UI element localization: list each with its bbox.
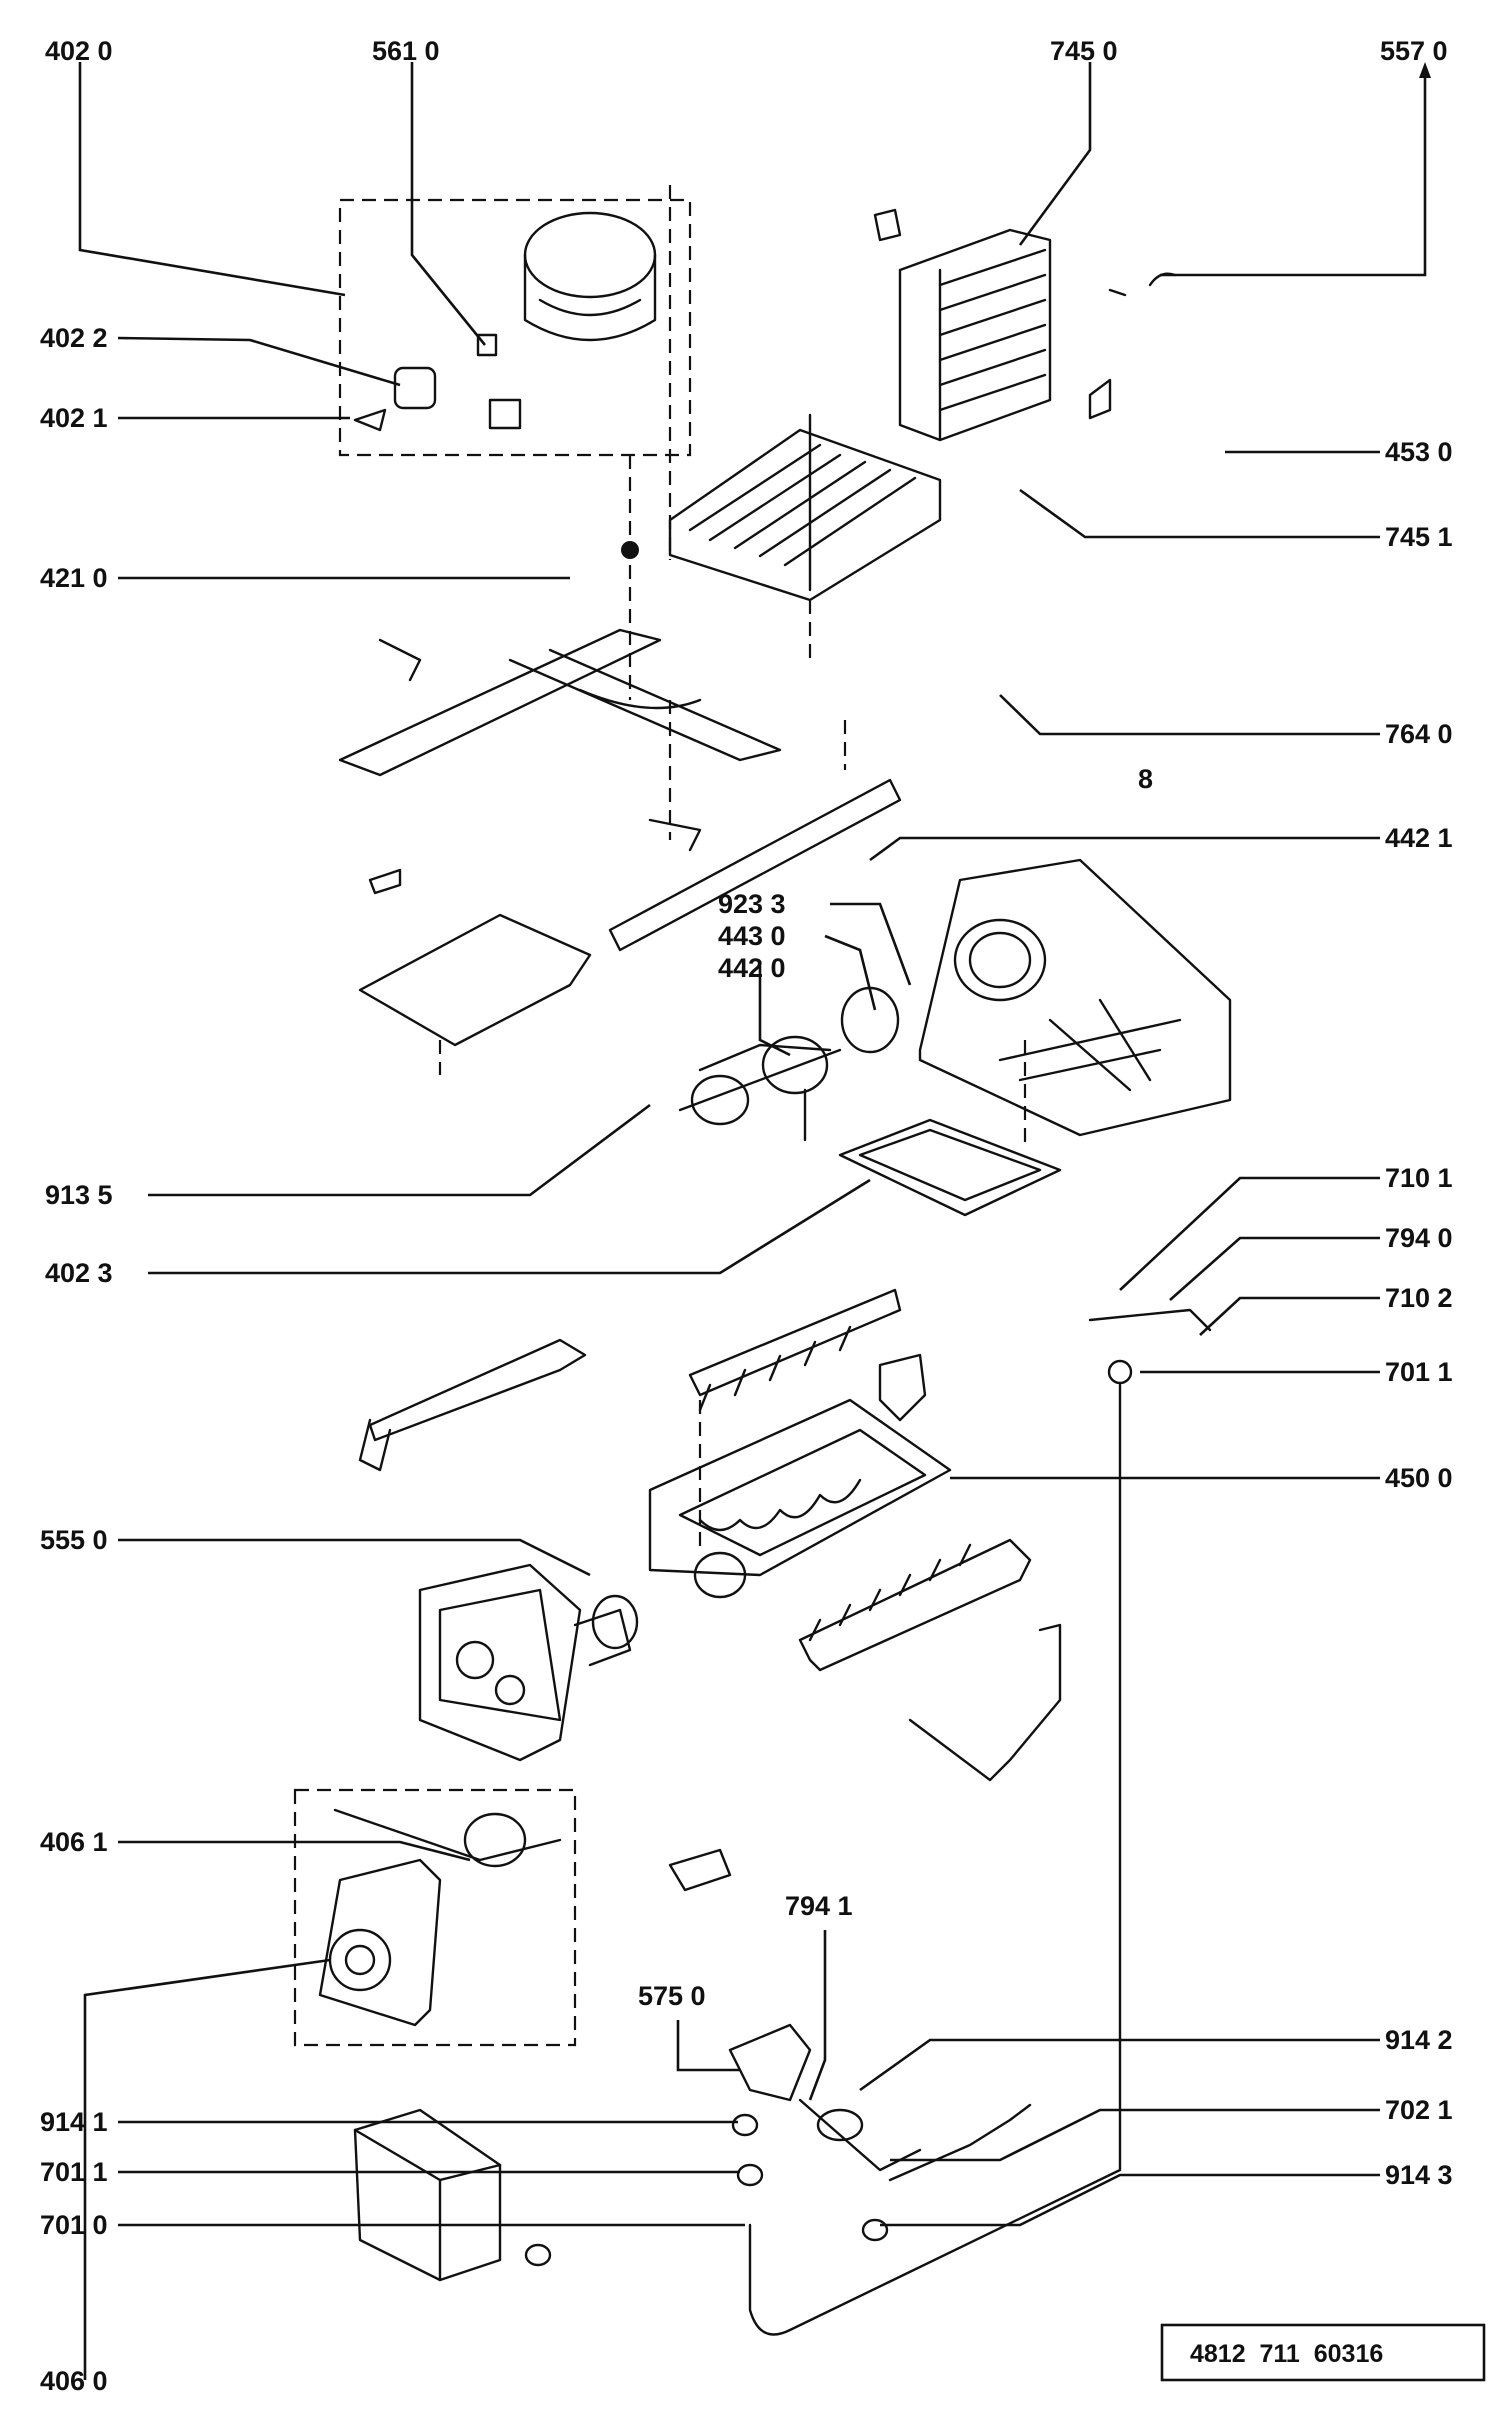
motor-module <box>293 1788 577 2047</box>
base-frame <box>338 628 902 952</box>
label-402-3: 402 3 <box>45 1258 113 1288</box>
part-labels: 402 0 561 0 745 0 557 0 402 2 402 1 453 … <box>40 36 1453 2396</box>
label-575-0: 575 0 <box>638 1981 706 2011</box>
label-450-0: 450 0 <box>1385 1463 1453 1493</box>
label-710-2: 710 2 <box>1385 1283 1453 1313</box>
label-555-0: 555 0 <box>40 1525 108 1555</box>
label-914-1: 914 1 <box>40 2107 108 2137</box>
label-701-1-bottom: 701 1 <box>40 2157 108 2187</box>
cover-block <box>353 2108 552 2282</box>
label-914-3: 914 3 <box>1385 2160 1453 2190</box>
label-442-1: 442 1 <box>1385 823 1453 853</box>
label-561-0: 561 0 <box>372 36 440 66</box>
condenser-coil <box>873 208 1177 442</box>
fan-motor <box>678 986 900 1142</box>
label-453-0: 453 0 <box>1385 437 1453 467</box>
label-794-1: 794 1 <box>785 1891 853 1921</box>
document-number: 4812 711 60316 <box>1190 2340 1383 2368</box>
water-valve-assembly <box>668 1308 1212 2336</box>
ice-maker-control-box <box>418 1563 639 1762</box>
label-8: 8 <box>1138 764 1153 794</box>
label-406-1: 406 1 <box>40 1827 108 1857</box>
label-402-2: 402 2 <box>40 323 108 353</box>
evaporator-coil <box>668 413 942 660</box>
label-443-0: 443 0 <box>718 921 786 951</box>
compressor-assembly <box>338 185 692 700</box>
leader-lines <box>78 62 1431 2380</box>
label-745-1: 745 1 <box>1385 522 1453 552</box>
label-923-3: 923 3 <box>718 889 786 919</box>
ice-maker-assembly <box>358 1288 1062 1782</box>
label-442-0: 442 0 <box>718 953 786 983</box>
label-402-1: 402 1 <box>40 403 108 433</box>
label-701-0: 701 0 <box>40 2210 108 2240</box>
label-557-0: 557 0 <box>1380 36 1448 66</box>
label-764-0: 764 0 <box>1385 719 1453 749</box>
label-914-2: 914 2 <box>1385 2025 1453 2055</box>
label-402-0: 402 0 <box>45 36 113 66</box>
label-406-0: 406 0 <box>40 2366 108 2396</box>
label-701-1-top: 701 1 <box>1385 1357 1453 1387</box>
document-number-box: 4812 711 60316 <box>1160 2323 1486 2382</box>
fan-housing <box>918 858 1232 1150</box>
label-421-0: 421 0 <box>40 563 108 593</box>
drain-tray <box>838 1118 1062 1217</box>
label-710-1: 710 1 <box>1385 1163 1453 1193</box>
label-702-1: 702 1 <box>1385 2095 1453 2125</box>
label-913-5: 913 5 <box>45 1180 113 1210</box>
label-745-0: 745 0 <box>1050 36 1118 66</box>
shelf-plate <box>358 868 592 1075</box>
label-794-0: 794 0 <box>1385 1223 1453 1253</box>
